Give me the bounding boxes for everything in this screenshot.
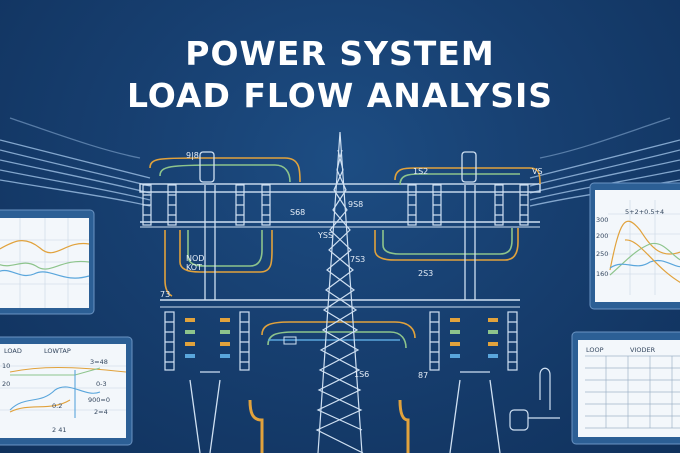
panel-bl-col2: LOWTAP	[44, 347, 71, 355]
panel-bl-col1: LOAD	[4, 347, 22, 355]
resistor-markers	[185, 318, 498, 358]
insulators-lower	[164, 311, 518, 371]
label-center-lower: 7S3	[350, 255, 365, 264]
panel-br-col1: LOOP	[586, 346, 604, 354]
label-bottom-center: 1S6	[354, 370, 369, 379]
label-bottom-right: 87	[418, 371, 428, 380]
panel-bl-mark5: 2=4	[94, 408, 108, 416]
bus-bars	[139, 183, 541, 308]
label-node-1: NOD	[186, 254, 204, 263]
title-line-1: POWER SYSTEM	[185, 34, 495, 73]
panel-bl-mark3: 0.2	[52, 402, 62, 410]
support-posts	[189, 151, 501, 453]
panel-r-y4: 160	[596, 270, 608, 278]
label-mid-left: S68	[290, 208, 305, 217]
panel-bl-y1: 10	[2, 362, 10, 370]
panel-r-y2: 200	[596, 232, 608, 240]
label-right-top: VS	[532, 167, 543, 176]
panel-bl-mark1: 3=48	[90, 358, 108, 366]
transmission-lines	[0, 117, 680, 207]
panel-br-col2: VIODER	[630, 346, 656, 354]
chart-panel-left-top	[0, 209, 95, 315]
panel-bl-y2: 20	[2, 380, 10, 388]
label-top-left: 9|8	[186, 151, 199, 160]
label-center-y: YSS	[317, 231, 333, 240]
chart-panel-bottom-left: LOAD LOWTAP 10 20 3=48 0-3 0.2 900=0 2=4…	[0, 336, 133, 446]
chart-panel-right: 300 200 250 160 5+2+0.5+4	[589, 182, 680, 310]
panel-r-y1: 300	[596, 216, 608, 224]
label-node-2: KOT	[186, 263, 202, 272]
equipment-right	[509, 367, 560, 431]
table-panel-bottom-right: LOOP VIODER	[571, 331, 680, 445]
panel-bl-mark4: 900=0	[88, 396, 110, 404]
label-bottom-left-tag: 73	[160, 290, 170, 299]
label-right-mid: 2S3	[418, 269, 433, 278]
title-line-2: LOAD FLOW ANALYSIS	[126, 76, 554, 115]
label-center-upper: 9S8	[348, 200, 363, 209]
label-right-upper: 1S2	[413, 167, 428, 176]
panel-r-tick: 5+2+0.5+4	[625, 208, 664, 216]
panel-r-y3: 250	[596, 250, 608, 258]
insulators-top	[142, 184, 529, 226]
wiring-colored	[149, 157, 541, 453]
diagram-labels: 9|8 S68 9S8 YSS 7S3 NOD KOT 1S2 2S3 VS 7…	[160, 151, 543, 380]
panel-bl-mark2: 0-3	[96, 380, 107, 388]
panel-bl-axis: 2 41	[52, 426, 66, 434]
lattice-tower	[315, 131, 364, 453]
